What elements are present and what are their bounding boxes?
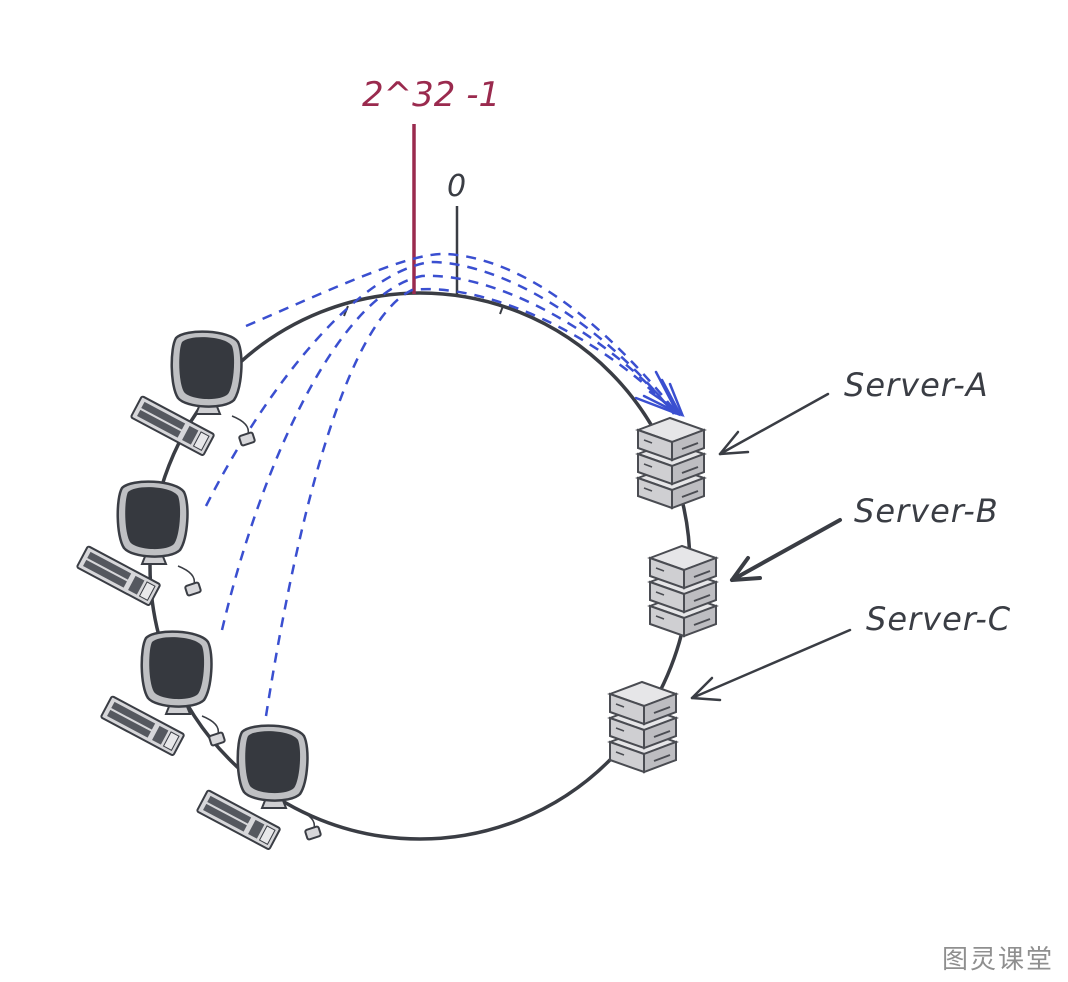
server-c-icon (610, 682, 676, 772)
request-path (204, 260, 675, 507)
watermark: 图灵课堂 (942, 945, 1054, 975)
server-c-label: Server-C (866, 600, 1011, 638)
server-a-arrow (718, 392, 830, 456)
server-a-icon (638, 418, 704, 508)
server-pointer-arrows (690, 392, 852, 702)
max-value-label: 2^32 -1 (362, 75, 500, 115)
request-paths (204, 252, 677, 717)
ring-tick (499, 305, 504, 315)
request-arrowheads (634, 370, 685, 418)
client-workstation-icon (99, 630, 227, 757)
server-a-label: Server-A (844, 366, 989, 404)
zero-label: 0 (447, 169, 466, 204)
client-workstation-icon (75, 480, 203, 607)
server-b-icon (650, 546, 716, 636)
server-b-arrow (730, 518, 842, 582)
server-c-arrow (690, 628, 852, 702)
request-path (245, 252, 677, 413)
server-b-label: Server-B (854, 492, 999, 530)
request-path (264, 287, 677, 717)
client-workstation-icon (129, 330, 257, 457)
request-path (220, 274, 677, 631)
